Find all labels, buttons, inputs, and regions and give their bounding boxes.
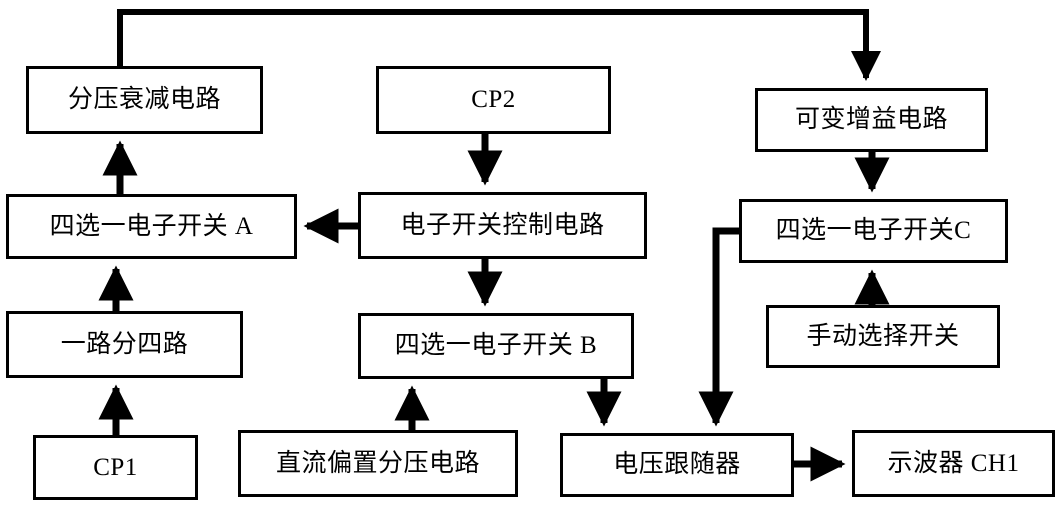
node-oscilloscope-ch1[interactable]: 示波器 CH1: [852, 430, 1055, 497]
node-label: 直流偏置分压电路: [275, 449, 480, 477]
node-label: 电压跟随器: [613, 451, 741, 479]
node-label: 分压衰减电路: [67, 86, 221, 114]
node-switch-control[interactable]: 电子开关控制电路: [358, 192, 647, 259]
node-cp2[interactable]: CP2: [376, 66, 611, 134]
edge-switch-c-to-voltage-follower: [698, 227, 739, 427]
node-switch-c[interactable]: 四选一电子开关C: [739, 199, 1008, 263]
node-one-to-four[interactable]: 一路分四路: [6, 311, 243, 378]
node-switch-b[interactable]: 四选一电子开关 B: [358, 313, 634, 379]
node-label: 电子开关控制电路: [400, 211, 605, 239]
node-voltage-follower[interactable]: 电压跟随器: [560, 433, 794, 497]
node-switch-a[interactable]: 四选一电子开关 A: [6, 194, 297, 259]
node-label: 手动选择开关: [806, 322, 960, 350]
node-divider-attenuator[interactable]: 分压衰减电路: [26, 66, 263, 134]
node-label: CP1: [93, 453, 138, 481]
node-label: CP2: [471, 86, 516, 114]
node-label: 四选一电子开关C: [775, 217, 972, 245]
node-label: 可变增益电路: [794, 106, 948, 134]
node-cp1[interactable]: CP1: [33, 435, 198, 500]
node-label: 一路分四路: [60, 330, 189, 358]
node-manual-select[interactable]: 手动选择开关: [766, 305, 1000, 368]
node-label: 四选一电子开关 A: [49, 212, 254, 240]
node-label: 示波器 CH1: [887, 449, 1020, 477]
node-dc-bias-divider[interactable]: 直流偏置分压电路: [238, 430, 518, 497]
edge-divider-to-variable-gain: [117, 9, 881, 81]
node-variable-gain[interactable]: 可变增益电路: [755, 88, 988, 152]
node-label: 四选一电子开关 B: [394, 332, 598, 360]
